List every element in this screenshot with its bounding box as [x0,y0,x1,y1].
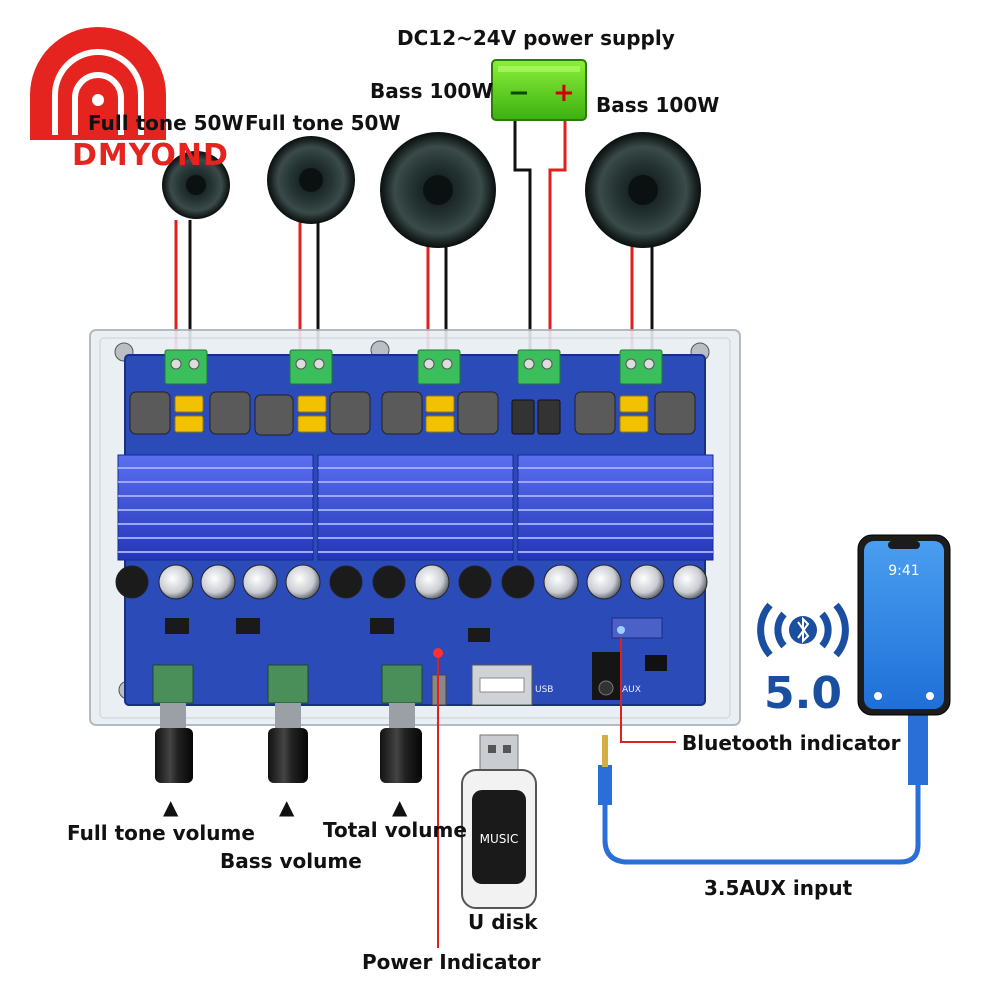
diodes [511,399,561,435]
power-supply-battery [491,59,587,121]
bluetooth-icon [757,602,849,658]
speaker-label-4: Bass 100W [596,93,720,117]
aux-jack: AUX [592,652,641,700]
usb-disk-screen-text: MUSIC [480,832,519,846]
knob-full-tone [155,703,193,783]
aux-jack-label: AUX [622,685,641,695]
electrolytic-capacitors [115,564,708,600]
heatsinks [117,454,714,561]
logo-dot [92,94,104,106]
phone-time: 9:41 [888,563,919,579]
speaker-3 [380,132,496,248]
usb-port: USB [471,664,553,706]
inductors [129,391,696,436]
arrow-bass: ▲ [279,795,295,819]
battery-plus: + [553,78,575,108]
arrow-total: ▲ [392,795,408,819]
aux-input-label: 3.5AUX input [704,876,853,900]
chips [165,618,490,642]
power-indicator-label: Power Indicator [362,950,541,974]
film-capacitors [174,395,649,433]
brand-logo [30,27,166,140]
logo-shape [30,27,166,140]
power-led [433,648,443,658]
usb-port-label: USB [535,685,553,695]
speaker-2 [267,136,355,224]
knob-bass [268,703,308,783]
power-supply-title: DC12~24V power supply [397,26,675,50]
speaker-label-2: Full tone 50W [245,111,401,135]
bluetooth-module [611,617,667,671]
phone: 9:41 [857,534,951,716]
heatsink-fins [118,467,713,553]
full-tone-volume-label: Full tone volume [67,821,255,845]
speaker-1 [162,151,230,219]
total-volume-label: Total volume [323,818,467,842]
terminal-blocks [164,349,663,385]
logo-ring-outer [52,49,144,135]
usb-disk: MUSIC [461,734,537,909]
logo-ring-inner [72,72,124,135]
bluetooth-indicator-line [620,638,676,743]
battery-minus: − [508,78,530,108]
speaker-label-3: Bass 100W [370,79,494,103]
terminal-screws [170,358,655,370]
speaker-label-1: Full tone 50W [88,111,244,135]
brand-name: DMYOND [72,138,229,173]
arrow-full-tone: ▲ [163,795,179,819]
u-disk-label: U disk [468,910,538,934]
bluetooth-indicator-label: Bluetooth indicator [682,731,901,755]
potentiometers [152,664,423,704]
bluetooth-version: 5.0 [764,668,842,719]
speaker-4 [585,132,701,248]
knob-total [380,703,422,783]
aux-cable [598,715,928,865]
bass-volume-label: Bass volume [220,849,362,873]
